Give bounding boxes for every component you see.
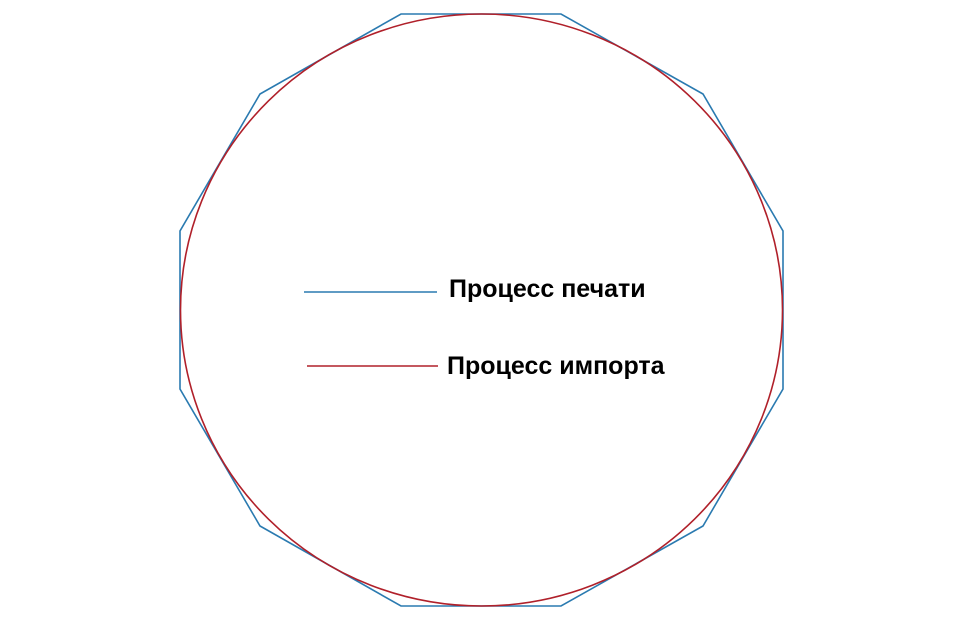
legend: Процесс печати Процесс импорта: [304, 275, 666, 380]
legend-label-print-process: Процесс печати: [449, 275, 646, 303]
print-process-dodecagon: [179, 13, 784, 607]
import-process-circle: [179, 13, 784, 607]
legend-label-import-process: Процесс импорта: [447, 352, 666, 380]
